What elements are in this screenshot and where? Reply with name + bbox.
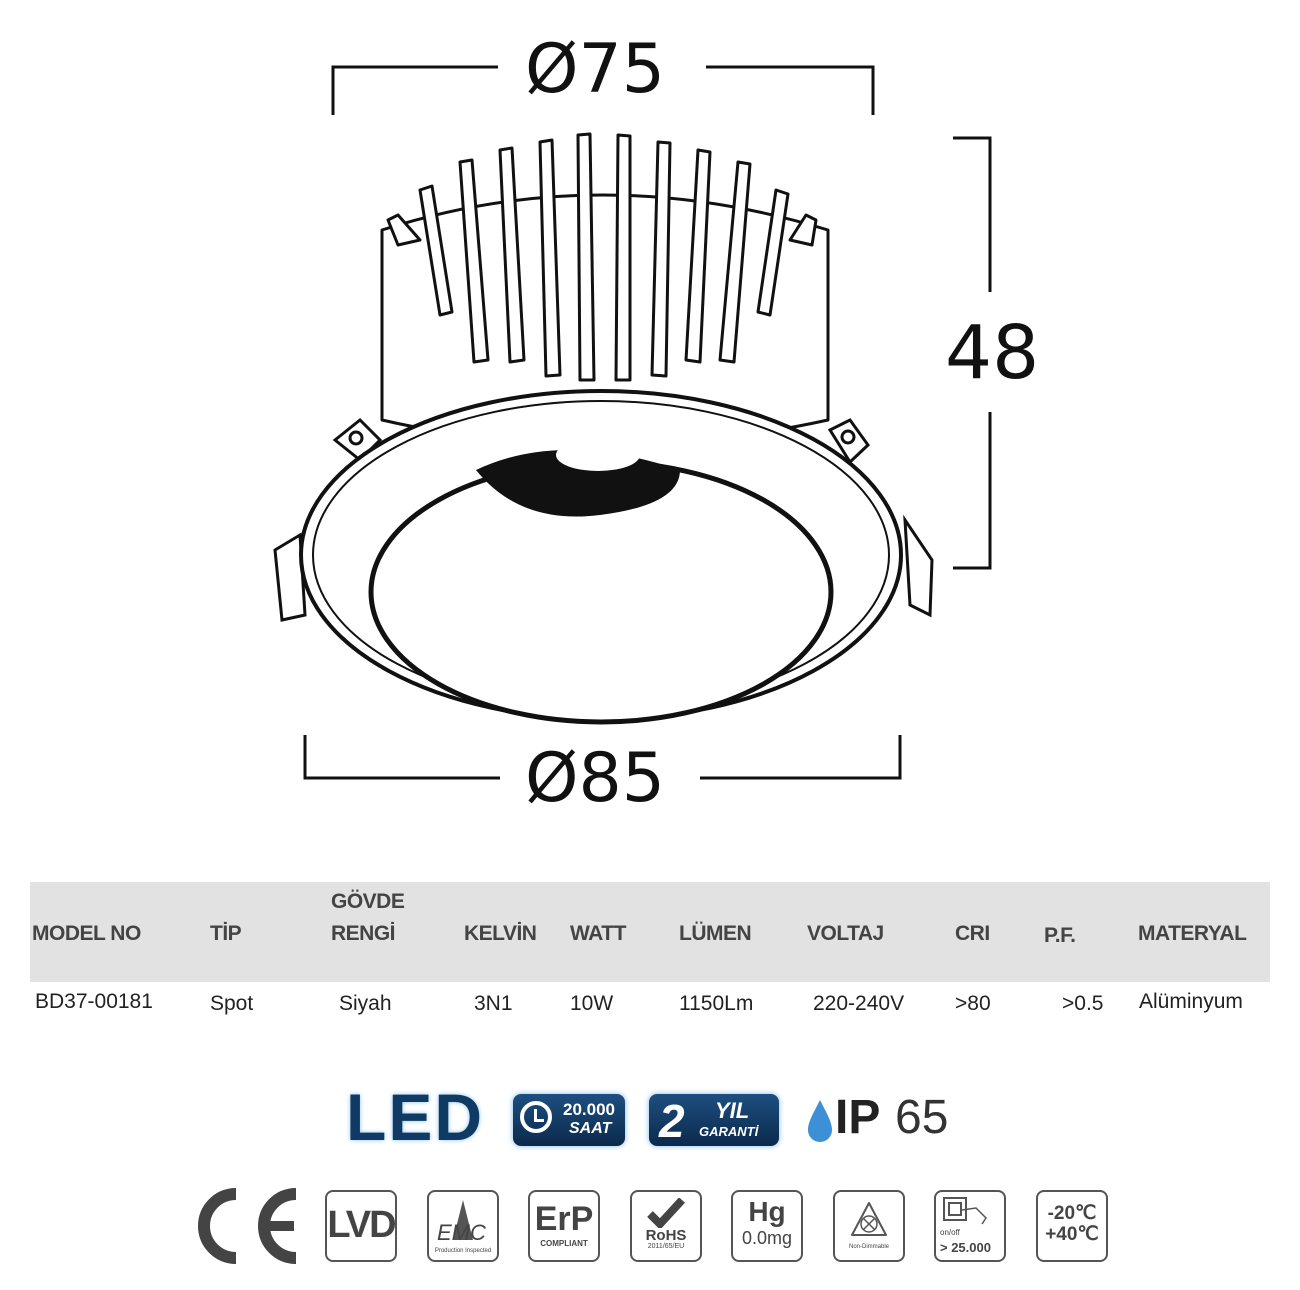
operating-temperature-icon: -20℃ +40℃ (1036, 1190, 1108, 1262)
erp-icon: ErP COMPLIANT (528, 1190, 600, 1262)
warranty-label: GARANTİ (699, 1124, 759, 1139)
checkmark-icon (647, 1198, 685, 1228)
lvd-icon: LVD (325, 1190, 397, 1262)
header-pf: P.F. (1044, 924, 1076, 947)
ip-prefix: IP (835, 1091, 881, 1144)
cell-model-no: BD37-00181 (35, 990, 153, 1013)
trim-ring (299, 389, 903, 725)
water-drop-icon (808, 1100, 832, 1142)
mercury-free-icon: Hg 0.0mg (731, 1190, 803, 1262)
header-voltaj: VOLTAJ (807, 922, 884, 945)
dimension-line-height (953, 136, 992, 292)
top-diameter-label: Ø75 (525, 30, 666, 109)
header-govde-line2: RENGİ (331, 922, 396, 945)
cell-watt: 10W (570, 992, 614, 1015)
dimension-line-top (331, 65, 498, 115)
led-logo: LED (346, 1080, 484, 1154)
header-model-no: MODEL NO (32, 922, 141, 945)
cell-govde-rengi: Siyah (339, 992, 392, 1015)
cell-voltaj: 220-240V (813, 992, 905, 1015)
hours-value: 20.000 (563, 1100, 615, 1119)
switch-hand-icon (943, 1197, 987, 1225)
spec-table-header (30, 882, 1270, 982)
emc-icon: EMC Production Inspected (427, 1190, 499, 1262)
header-govde-line1: GÖVDE (331, 890, 405, 913)
height-label: 48 (945, 310, 1040, 396)
rohs-icon: RoHS 2011/65/EU (630, 1190, 702, 1262)
cell-lumen: 1150Lm (679, 992, 754, 1015)
header-lumen: LÜMEN (679, 922, 752, 945)
cell-materyal: Alüminyum (1139, 990, 1243, 1013)
reflector-opening (476, 450, 680, 517)
hours-unit: SAAT (569, 1120, 612, 1137)
warranty-unit: YIL (715, 1098, 750, 1123)
cell-pf: >0.5 (1062, 992, 1104, 1015)
heat-sink (380, 132, 830, 447)
dimension-line-bottom (303, 735, 500, 780)
ip-value: 65 (895, 1091, 949, 1144)
bottom-diameter-label: Ø85 (525, 739, 666, 818)
clock-icon (520, 1101, 552, 1133)
cell-tip: Spot (210, 992, 254, 1015)
non-dimmable-icon: Non-Dimmable (833, 1190, 905, 1262)
ce-mark-icon (198, 1188, 297, 1264)
header-kelvin: KELVİN (464, 922, 537, 945)
warranty-badge: 2 YIL GARANTİ (649, 1094, 779, 1147)
cell-kelvin: 3N1 (474, 992, 513, 1015)
technical-drawing (273, 65, 992, 780)
header-materyal: MATERYAL (1138, 922, 1247, 945)
warranty-number: 2 (659, 1095, 685, 1147)
switch-cycles-icon: on/off > 25.000 (934, 1190, 1006, 1262)
header-cri: CRI (955, 922, 990, 945)
lifetime-badge: 20.000 SAAT (513, 1094, 625, 1146)
header-tip: TİP (210, 922, 242, 945)
mounting-clips (273, 417, 934, 622)
header-watt: WATT (570, 922, 626, 945)
cell-cri: >80 (955, 992, 991, 1015)
